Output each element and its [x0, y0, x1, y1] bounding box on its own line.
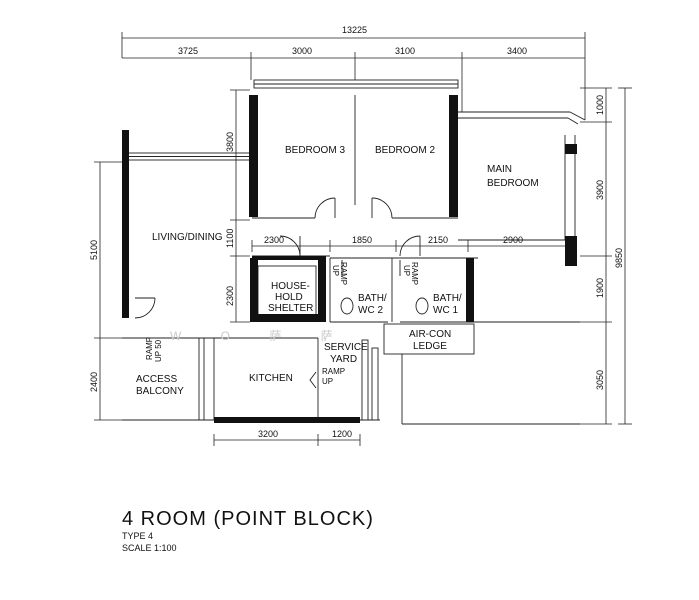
room-label-bath-2-line2: WC 2 — [358, 305, 383, 316]
plan-title: 4 ROOM (POINT BLOCK) — [122, 508, 374, 530]
watermark: W O 萨 萨 — [170, 329, 351, 343]
ramp-label-bath-1-line1: RAMP — [410, 262, 419, 285]
inner-left-dimension-1: 3800 — [225, 132, 235, 152]
corridor-dimension-3: 2150 — [428, 235, 448, 245]
ramp-label-bath-2-line1: RAMP — [339, 262, 348, 285]
inner-left-dimension-3: 2300 — [225, 286, 235, 306]
ramp-label-bath-2-line2: UP — [331, 265, 340, 276]
room-label-bedroom-2: BEDROOM 2 — [375, 145, 435, 156]
left-dimension-1: 5100 — [89, 240, 99, 260]
ramp-label-kitchen-line1: RAMP — [322, 367, 345, 376]
ramp-label-bath-1-line2: UP — [402, 265, 411, 276]
bottom-dimension-2: 1200 — [332, 429, 352, 439]
inner-left-dimension-2: 1100 — [225, 229, 235, 248]
ramp-label-balcony-line1: RAMP — [145, 337, 154, 360]
corridor-dimension-1: 2300 — [264, 235, 284, 245]
ramp-label-balcony-line2: UP 50 — [154, 339, 163, 362]
plan-scale: SCALE 1:100 — [122, 543, 177, 553]
left-dimension-2: 2400 — [89, 372, 99, 392]
room-label-bath-1-line2: WC 1 — [433, 305, 458, 316]
room-label-aircon-ledge-line2: LEDGE — [413, 341, 447, 352]
top-dimension-1: 3725 — [178, 46, 198, 56]
room-label-service-yard-line1: SERVICE — [324, 342, 368, 353]
right-dimension-4: 3050 — [595, 370, 605, 390]
room-label-access-balcony-line1: ACCESS — [136, 374, 177, 385]
plan-type: TYPE 4 — [122, 531, 154, 541]
corridor-dimension-4: 2900 — [503, 235, 523, 245]
room-label-household-shelter-line1: HOUSE- — [271, 281, 310, 292]
heavy-walls — [122, 95, 577, 423]
title-block: 4 ROOM (POINT BLOCK) TYPE 4 SCALE 1:100 — [122, 508, 374, 554]
room-label-access-balcony-line2: BALCONY — [136, 386, 184, 397]
room-label-main-bedroom-line1: MAIN — [487, 164, 512, 175]
room-label-household-shelter-line2: HOLD — [275, 292, 303, 303]
room-label-main-bedroom-line2: BEDROOM — [487, 178, 539, 189]
top-dimension-4: 3400 — [507, 46, 527, 56]
overall-dimension: 13225 — [342, 25, 367, 35]
room-label-bedroom-3: BEDROOM 3 — [285, 145, 345, 156]
right-dimension-3: 1900 — [595, 278, 605, 298]
room-label-household-shelter-line3: SHELTER — [268, 303, 313, 314]
top-dimension-3: 3100 — [395, 46, 415, 56]
bottom-dimension-1: 3200 — [258, 429, 278, 439]
room-label-aircon-ledge-line1: AIR-CON — [409, 329, 451, 340]
right-dimension-2: 3900 — [595, 180, 605, 200]
ramp-label-kitchen-line2: UP — [322, 377, 333, 386]
thin-outlines — [122, 79, 586, 425]
room-label-living-dining: LIVING/DINING — [152, 232, 223, 243]
top-dimension-2: 3000 — [292, 46, 312, 56]
right-dimension-1: 1000 — [595, 95, 605, 115]
room-label-bath-1-line1: BATH/ — [433, 293, 462, 304]
room-label-kitchen: KITCHEN — [249, 373, 293, 384]
corridor-dimension-2: 1850 — [352, 235, 372, 245]
room-label-service-yard-line2: YARD — [330, 354, 357, 365]
dimension-lines — [94, 32, 632, 446]
room-label-bath-2-line1: BATH/ — [358, 293, 387, 304]
right-overall-dimension: 9850 — [614, 248, 624, 268]
